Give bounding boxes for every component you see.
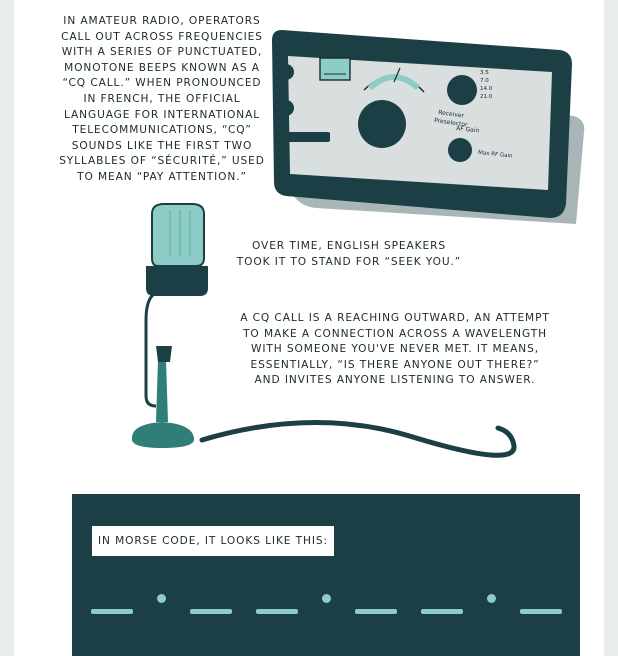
band-value-0: 3.5 <box>480 70 489 76</box>
max-rf-gain-label: Max RF Gain <box>478 150 513 160</box>
morse-label: In Morse code, it looks like this: <box>92 526 334 556</box>
reaching-caption: A CQ call is a reaching outward, an atte… <box>240 312 550 387</box>
morse-dash <box>421 609 463 614</box>
intro-caption: In amateur radio, operators call out acr… <box>59 15 265 183</box>
seek-you-caption: Over time, English speakers took it to s… <box>236 240 462 268</box>
af-gain-label: AF Gain <box>456 125 480 134</box>
radio-icon: Receiver Preselector AF Gain Max RF Gain… <box>272 30 585 224</box>
morse-dash <box>520 609 562 614</box>
band-value-2: 14.0 <box>480 86 493 92</box>
band-value-1: 7.0 <box>480 78 489 84</box>
morse-dot <box>487 594 496 603</box>
morse-dot <box>322 594 331 603</box>
preselector-label: Preselector <box>434 117 469 129</box>
morse-dash <box>190 609 232 614</box>
morse-dash <box>355 609 397 614</box>
morse-dash <box>256 609 298 614</box>
morse-dash <box>91 609 133 614</box>
morse-dot <box>157 594 166 603</box>
microphone-icon <box>131 203 517 458</box>
morse-code <box>72 590 580 620</box>
comic-page: In amateur radio, operators call out acr… <box>14 0 604 656</box>
morse-panel: In Morse code, it looks like this: <box>72 494 580 656</box>
band-value-3: 21.0 <box>480 94 493 100</box>
receiver-label: Receiver <box>438 109 465 120</box>
